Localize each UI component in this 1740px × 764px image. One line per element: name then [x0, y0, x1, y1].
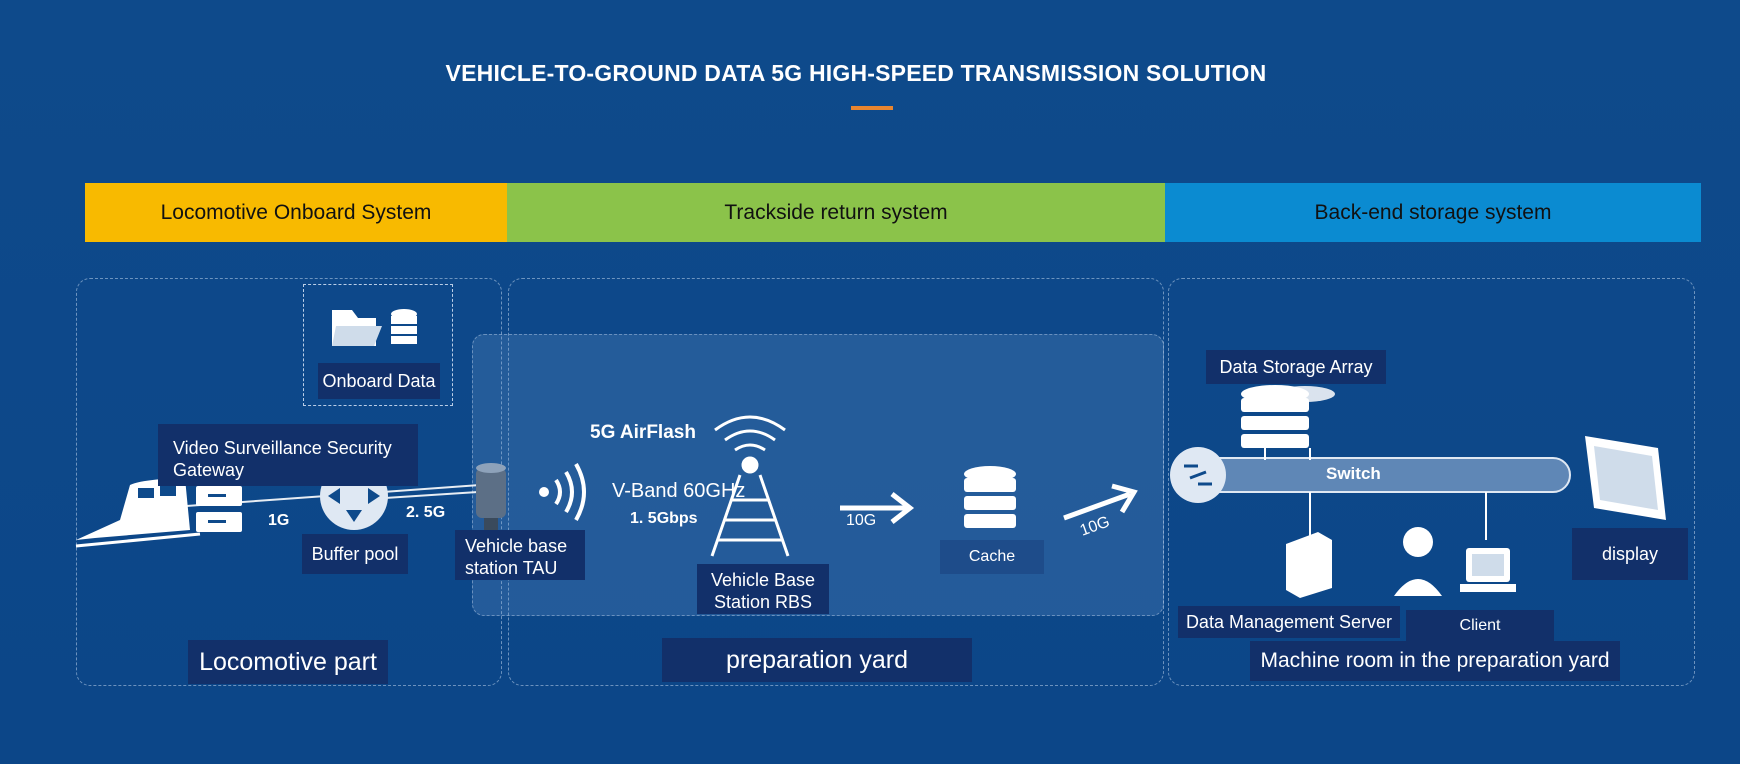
server-icon	[1286, 532, 1332, 598]
rbs-label: Vehicle Base Station RBS	[697, 564, 829, 614]
zone-machine-room	[1168, 278, 1695, 686]
folder-icon	[332, 310, 382, 346]
display-icon	[1585, 436, 1666, 520]
title-underline	[851, 106, 893, 110]
tau-label: Vehicle base station TAU	[455, 530, 585, 580]
airflash-label: 5G AirFlash	[590, 422, 696, 443]
zone-label-machine-room: Machine room in the preparation yard	[1250, 641, 1620, 681]
zone-preparation-yard	[508, 278, 1164, 686]
cache-label: Cache	[940, 540, 1044, 574]
speed-25g-label: 2. 5G	[406, 504, 446, 521]
video-gateway-label: Video Surveillance Security Gateway	[158, 424, 418, 486]
tau-device-icon	[476, 463, 506, 530]
page-title: VEHICLE-TO-GROUND DATA 5G HIGH-SPEED TRA…	[445, 60, 1267, 86]
switch-label: Switch	[1326, 464, 1381, 483]
speed-1g-label: 1G	[268, 512, 290, 529]
rail-line-left	[129, 484, 481, 511]
switch-bar-icon	[1170, 447, 1571, 503]
client-icon	[1394, 527, 1516, 596]
zone-label-locomotive-part: Locomotive part	[188, 640, 388, 684]
train-icon	[75, 478, 201, 548]
storage-array-icon	[1241, 385, 1335, 448]
cache-database-icon	[964, 466, 1016, 528]
zone-label-preparation-yard: preparation yard	[662, 638, 972, 682]
gateway-icon	[196, 486, 242, 532]
database-icon	[391, 309, 417, 344]
onboard-data-label: Onboard Data	[318, 363, 440, 399]
buffer-pool-label: Buffer pool	[302, 534, 408, 574]
band-locomotive-onboard: Locomotive Onboard System	[85, 183, 507, 242]
band-trackside-return: Trackside return system	[507, 183, 1165, 242]
wireless-signal-icon	[539, 463, 586, 521]
gbps-label: 1. 5Gbps	[630, 510, 698, 527]
arrow-10g-b	[1063, 483, 1138, 521]
onboard-data-box	[303, 284, 453, 406]
vband-label: V-Band 60GHz	[612, 480, 746, 502]
display-label: display	[1572, 528, 1688, 580]
switch-links	[1264, 448, 1487, 540]
band-backend-storage: Back-end storage system	[1165, 183, 1701, 242]
arrow-10g-a	[840, 492, 915, 524]
tower-icon	[710, 415, 790, 557]
storage-array-label: Data Storage Array	[1206, 350, 1386, 384]
mgmt-server-label: Data Management Server	[1178, 606, 1400, 638]
speed-10g-a-label: 10G	[846, 512, 877, 529]
client-label: Client	[1406, 610, 1554, 642]
